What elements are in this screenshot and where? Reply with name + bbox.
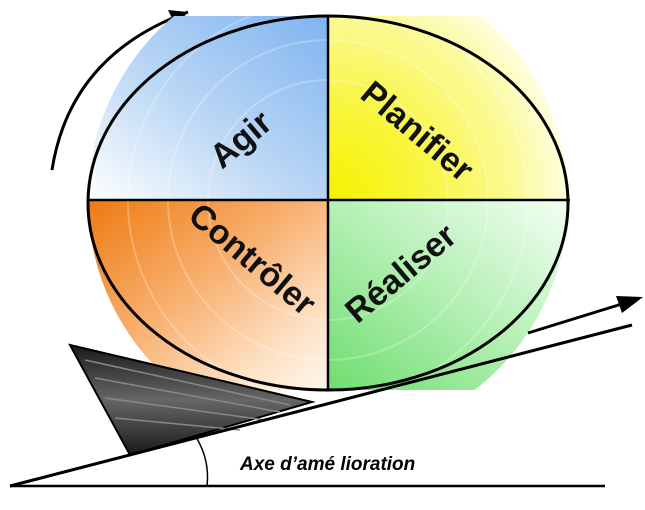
axis-label: Axe d’amé lioration [239,454,415,475]
progress-arrow-head [616,296,643,313]
angle-arc [196,437,208,486]
